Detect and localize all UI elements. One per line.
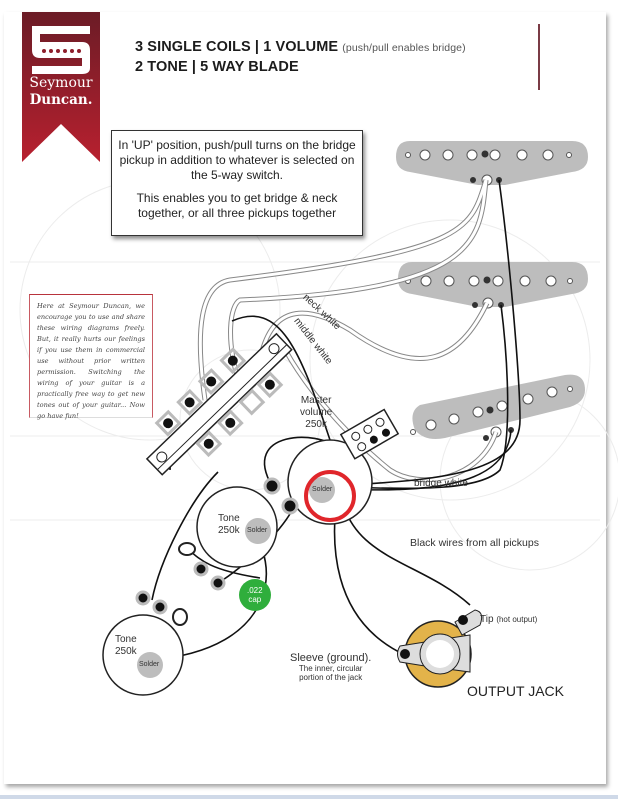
info-para-2: This enables you to get bridge & neck to… (136, 191, 338, 220)
brand-line1: Seymour (29, 75, 93, 91)
bridge-white-label: bridge white (414, 478, 468, 489)
title-line-1: 3 SINGLE COILS | 1 VOLUME (135, 39, 339, 55)
master-volume-label-line3: 250k (305, 419, 327, 430)
brand-line2: Duncan. (29, 92, 93, 108)
cap-label-line2: cap (248, 595, 262, 604)
bridge-pickup (410, 374, 585, 441)
tip-label-sub: (hot output) (496, 615, 538, 624)
black-wires-label: Black wires from all pickups (410, 537, 539, 549)
sleeve-label-sub1: The inner, circular (298, 664, 363, 673)
header-divider (538, 24, 540, 90)
solder-label-tone-1: Solder (247, 527, 268, 534)
sleeve-label-main: Sleeve (ground). (290, 652, 372, 664)
output-jack-label: OUTPUT JACK (467, 683, 564, 699)
neck-pickup (396, 141, 588, 186)
title-line-1-sub: (push/pull enables bridge) (342, 42, 466, 54)
highlight-ring (304, 470, 356, 522)
black-wires (149, 179, 521, 661)
solder-label-volume: Solder (312, 486, 333, 493)
tip-label: Tip (hot output) (480, 614, 537, 625)
master-volume-label-line2: volume (300, 407, 333, 418)
output-jack (397, 609, 483, 688)
sleeve-label: Sleeve (ground). The inner, circular por… (290, 652, 371, 682)
tone-pot-1 (178, 486, 278, 611)
tone-pot-2 (102, 590, 188, 696)
five-way-switch (145, 332, 293, 476)
tip-label-main: Tip (480, 614, 494, 625)
solder-label-tone-2: Solder (139, 661, 160, 668)
tone-1-label-line2: 250k (218, 525, 240, 536)
info-para-1: In 'UP' position, push/pull turns on the… (118, 138, 356, 182)
tone-2-label-line2: 250k (115, 646, 137, 657)
bottom-bar (0, 795, 618, 799)
tone-1-label: Tone 250k (218, 513, 240, 537)
cap-label: .022 cap (247, 586, 263, 604)
tone-1-label-line1: Tone (218, 513, 240, 524)
tone-2-label-line1: Tone (115, 634, 137, 645)
tone-2-label: Tone 250k (115, 634, 137, 658)
title-line-2: 2 TONE | 5 WAY BLADE (135, 59, 299, 75)
sleeve-label-sub2: portion of the jack (299, 673, 363, 682)
push-pull-info-box: In 'UP' position, push/pull turns on the… (111, 130, 363, 236)
master-volume-label-line1: Master (300, 395, 332, 406)
page-title: 3 SINGLE COILS | 1 VOLUME (push/pull ena… (135, 38, 466, 77)
cap-label-line1: .022 (247, 586, 263, 595)
seymour-duncan-logo (22, 12, 100, 162)
master-volume-label: Master volume 250k (300, 395, 332, 431)
copyright-note: Here at Seymour Duncan, we encourage you… (29, 294, 153, 420)
